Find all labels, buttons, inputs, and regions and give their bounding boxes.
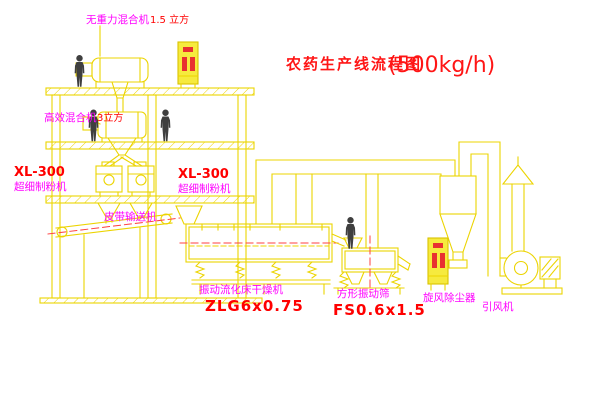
mill-right-model: XL-300 xyxy=(178,167,229,182)
mill-right-label: 超细制粉机 xyxy=(178,182,231,195)
pulverizer-left xyxy=(95,161,123,224)
mixer-mid-spec: 3立方 xyxy=(97,111,123,124)
sieve-model: FS0.6x1.5 xyxy=(333,301,426,319)
dryer-label: 振动流化床干燥机 xyxy=(199,283,283,296)
rain-cap xyxy=(501,164,535,185)
mixer-top-label: 无重力混合机 xyxy=(86,13,149,26)
control-cabinet-lower xyxy=(427,237,449,291)
vibrating-sieve xyxy=(331,233,411,295)
mixer-top-spec: 1.5 立方 xyxy=(150,13,189,26)
fluid-bed-dryer xyxy=(179,223,339,295)
fan-base xyxy=(501,287,563,295)
mill-left-model: XL-300 xyxy=(14,165,65,180)
belt-conveyor xyxy=(47,213,181,299)
ground-line xyxy=(39,297,263,304)
sieve-label: 方形振动筛 xyxy=(337,287,390,300)
dryer-model: ZLG6x0.75 xyxy=(205,297,304,315)
feed-hopper xyxy=(175,205,203,225)
cyclone-separator xyxy=(439,141,507,277)
gravity-mixer xyxy=(75,25,149,113)
rotary-valve xyxy=(448,259,468,269)
mill-left-label: 超细制粉机 xyxy=(14,180,67,193)
control-cabinet-upper xyxy=(177,41,199,89)
induced-draft-fan xyxy=(501,250,563,295)
spring-support xyxy=(194,261,206,279)
worker-figure xyxy=(160,109,171,142)
mixer-mid-label: 高效混合机 xyxy=(44,111,97,124)
exhaust-duct xyxy=(255,159,456,249)
spring-support xyxy=(390,271,402,289)
conveyor-centerline xyxy=(47,217,181,235)
spring-support xyxy=(270,261,282,279)
spring-support xyxy=(306,261,318,279)
fan-motor xyxy=(539,256,561,280)
diagram-title: 农药生产线流程图 xyxy=(285,55,422,73)
cyclone-label: 旋风除尘器 xyxy=(423,291,476,304)
fan-label: 引风机 xyxy=(482,300,514,313)
exhaust-stack xyxy=(501,156,535,252)
diagram-capacity: (500kg/h) xyxy=(388,53,495,78)
spring-support xyxy=(234,261,246,279)
spring-support xyxy=(338,271,350,289)
belt-conveyor-label: 皮带输送机 xyxy=(104,210,157,223)
worker-figure xyxy=(74,55,85,87)
